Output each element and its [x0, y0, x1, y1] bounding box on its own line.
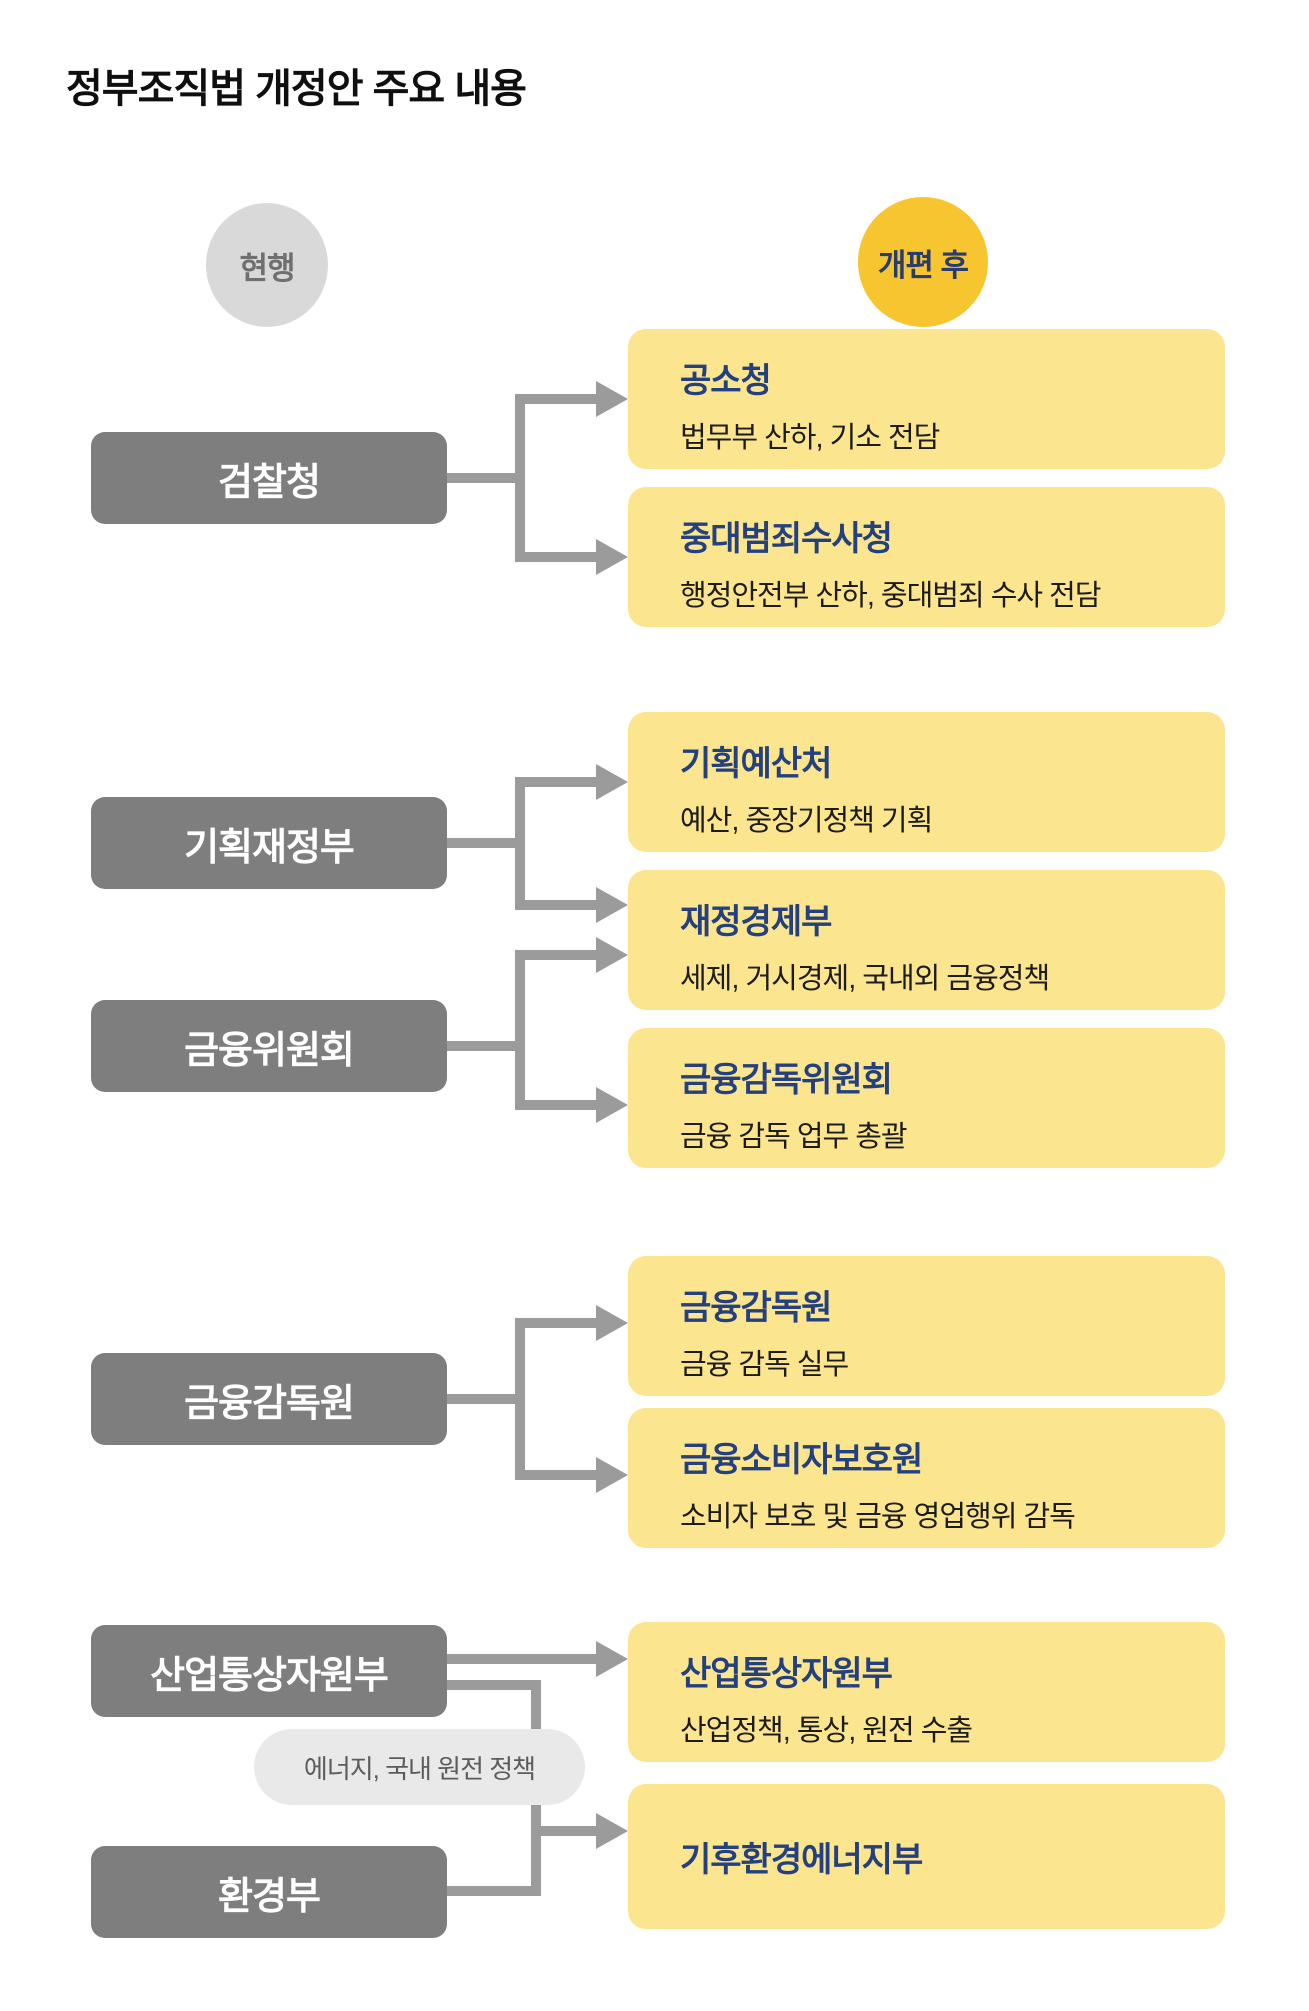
legend-after-label: 개편 후 [877, 247, 969, 283]
arrowhead-icon [596, 1087, 628, 1123]
after-org-title: 금융소비자보호원 [680, 1441, 923, 1479]
after-org-title: 기후환경에너지부 [680, 1841, 923, 1879]
connector-line [447, 1041, 520, 1051]
arrowhead-icon [596, 764, 628, 800]
connector-line [531, 1826, 596, 1836]
page-title: 정부조직법 개정안 주요 내용 [66, 67, 527, 111]
connector-line [515, 900, 598, 910]
connector-line [515, 1318, 598, 1328]
current-org-box-prosecution-service: 검찰청 [91, 432, 447, 524]
after-org-title: 재정경제부 [680, 903, 832, 941]
after-org-title: 공소청 [680, 362, 772, 400]
connector-line [515, 394, 525, 562]
after-org-title: 산업통상자원부 [680, 1655, 893, 1693]
after-org-desc: 행정안전부 산하, 중대범죄 수사 전담 [680, 580, 1102, 612]
after-org-box-trade-industry-energy: 산업통상자원부 산업정책, 통상, 원전 수출 [628, 1622, 1225, 1762]
note-pill-label: 에너지, 국내 원전 정책 [303, 1753, 536, 1784]
org-label: 환경부 [218, 1875, 321, 1918]
after-org-desc: 소비자 보호 및 금융 영업행위 감독 [680, 1501, 1076, 1533]
after-org-desc: 산업정책, 통상, 원전 수출 [680, 1715, 973, 1747]
connector-line [447, 473, 520, 483]
after-org-desc: 금융 감독 실무 [680, 1349, 849, 1381]
after-org-desc: 법무부 산하, 기소 전담 [680, 422, 940, 454]
connector-line [515, 777, 598, 787]
current-org-box-finance-ministry: 기획재정부 [91, 797, 447, 889]
org-label: 기획재정부 [184, 826, 355, 869]
arrowhead-icon [596, 937, 628, 973]
connector-line [447, 1654, 596, 1664]
after-org-title: 금융감독위원회 [680, 1061, 893, 1099]
org-label: 검찰청 [218, 461, 321, 504]
current-org-box-trade-industry-energy: 산업통상자원부 [91, 1625, 447, 1717]
after-org-title: 기획예산처 [680, 745, 832, 783]
after-org-box-prosecution-office: 공소청 법무부 산하, 기소 전담 [628, 329, 1225, 469]
connector-line [515, 1470, 598, 1480]
org-label: 금융감독원 [184, 1382, 355, 1425]
legend-current-label: 현행 [239, 250, 295, 286]
connector-line [515, 950, 525, 1110]
connector-line [447, 1886, 541, 1896]
after-org-desc: 세제, 거시경제, 국내외 금융정책 [680, 963, 1050, 995]
current-org-box-financial-services-commission: 금융위원회 [91, 1000, 447, 1092]
legend-after-badge: 개편 후 [858, 197, 988, 327]
note-pill: 에너지, 국내 원전 정책 [254, 1729, 585, 1805]
arrowhead-icon [596, 1813, 628, 1849]
arrowhead-icon [596, 887, 628, 923]
after-org-box-serious-crime-investigation: 중대범죄수사청 행정안전부 산하, 중대범죄 수사 전담 [628, 487, 1225, 627]
connector-line [515, 1318, 525, 1480]
after-org-title: 금융감독원 [680, 1289, 832, 1327]
arrowhead-icon [596, 381, 628, 417]
connector-line [515, 394, 598, 404]
after-org-box-finance-economy-ministry: 재정경제부 세제, 거시경제, 국내외 금융정책 [628, 870, 1225, 1010]
connector-line [447, 838, 520, 848]
current-org-box-environment: 환경부 [91, 1846, 447, 1938]
current-org-box-financial-supervisory-service: 금융감독원 [91, 1353, 447, 1445]
org-label: 금융위원회 [184, 1029, 355, 1072]
after-org-box-planning-budget-office: 기획예산처 예산, 중장기정책 기획 [628, 712, 1225, 852]
connector-line [447, 1394, 520, 1404]
org-label: 산업통상자원부 [150, 1654, 389, 1697]
after-org-box-climate-environment-energy: 기후환경에너지부 [628, 1784, 1225, 1929]
connector-line [515, 777, 525, 910]
legend-current-badge: 현행 [206, 203, 328, 327]
arrowhead-icon [596, 539, 628, 575]
after-org-box-financial-supervisory-commission: 금융감독위원회 금융 감독 업무 총괄 [628, 1028, 1225, 1168]
connector-line [515, 950, 598, 960]
connector-line [447, 1680, 541, 1690]
arrowhead-icon [596, 1305, 628, 1341]
after-org-title: 중대범죄수사청 [680, 520, 893, 558]
connector-line [515, 552, 598, 562]
after-org-desc: 예산, 중장기정책 기획 [680, 805, 933, 837]
after-org-box-financial-consumer-protection: 금융소비자보호원 소비자 보호 및 금융 영업행위 감독 [628, 1408, 1225, 1548]
after-org-box-financial-supervisory-service: 금융감독원 금융 감독 실무 [628, 1256, 1225, 1396]
after-org-desc: 금융 감독 업무 총괄 [680, 1121, 908, 1153]
arrowhead-icon [596, 1641, 628, 1677]
connector-line [515, 1100, 598, 1110]
arrowhead-icon [596, 1457, 628, 1493]
